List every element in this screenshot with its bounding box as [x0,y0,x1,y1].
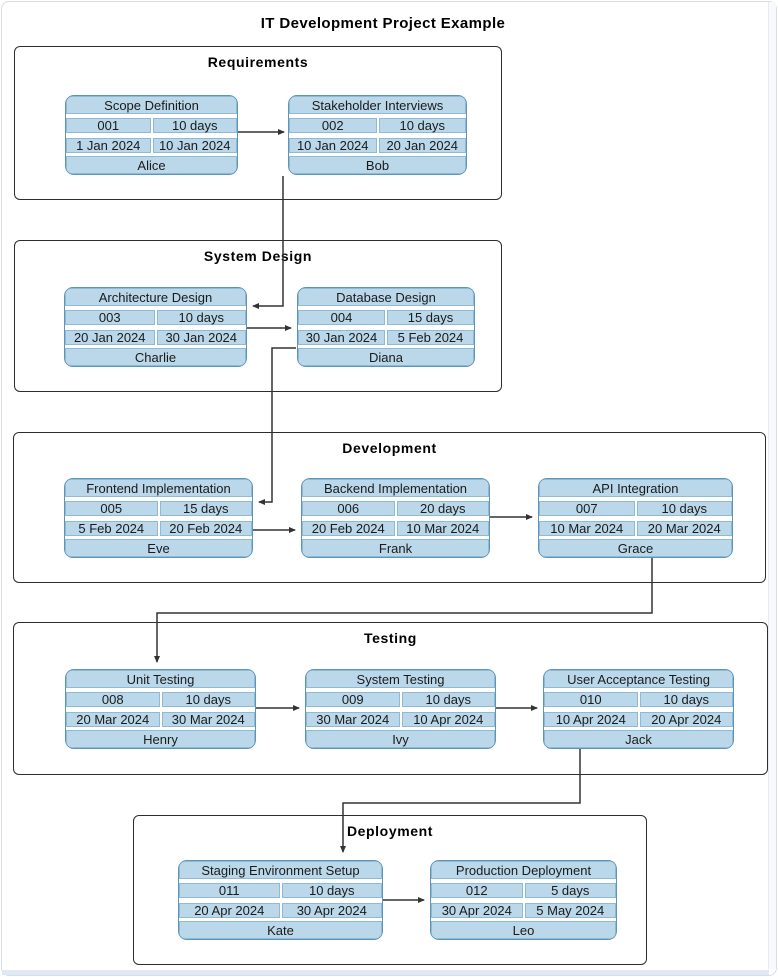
task-card-user-acceptance-testing: User Acceptance Testing 010 10 days 10 A… [543,669,734,749]
task-end-date: 10 Jan 2024 [152,137,237,153]
task-duration: 10 days [156,309,246,325]
task-title: System Testing [306,670,495,688]
task-card-frontend-implementation: Frontend Implementation 005 15 days 5 Fe… [64,478,253,558]
task-title: Staging Environment Setup [179,861,382,879]
task-end-date: 10 Mar 2024 [396,520,489,536]
task-assignee: Diana [298,348,474,366]
task-card-backend-implementation: Backend Implementation 006 20 days 20 Fe… [301,478,490,558]
task-duration: 10 days [281,882,382,898]
task-title: Production Deployment [431,861,616,879]
task-id: 010 [544,691,638,707]
task-duration: 20 days [396,500,489,516]
task-title: Architecture Design [65,288,246,306]
task-duration: 10 days [636,500,732,516]
task-card-api-integration: API Integration 007 10 days 10 Mar 2024 … [538,478,733,558]
task-end-date: 30 Jan 2024 [156,329,246,345]
task-start-date: 20 Apr 2024 [179,902,280,918]
task-card-staging-environment-setup: Staging Environment Setup 011 10 days 20… [178,860,383,940]
task-id: 002 [289,117,377,133]
task-assignee: Frank [302,539,489,557]
task-start-date: 20 Feb 2024 [302,520,395,536]
task-card-stakeholder-interviews: Stakeholder Interviews 002 10 days 10 Ja… [288,95,467,175]
task-duration: 5 days [524,882,616,898]
task-start-date: 30 Jan 2024 [298,329,385,345]
task-end-date: 20 Apr 2024 [639,711,733,727]
task-id: 005 [65,500,158,516]
task-assignee: Alice [66,156,237,174]
task-duration: 10 days [152,117,237,133]
task-card-system-testing: System Testing 009 10 days 30 Mar 2024 1… [305,669,496,749]
task-duration: 10 days [161,691,255,707]
task-duration: 15 days [159,500,252,516]
task-start-date: 30 Apr 2024 [431,902,523,918]
task-start-date: 5 Feb 2024 [65,520,158,536]
task-start-date: 20 Jan 2024 [65,329,155,345]
task-id: 008 [66,691,160,707]
phase-title-deployment: Deployment [346,823,434,839]
task-title: Scope Definition [66,96,237,114]
task-id: 012 [431,882,523,898]
task-id: 009 [306,691,400,707]
task-end-date: 30 Apr 2024 [281,902,382,918]
diagram-title: IT Development Project Example [260,15,506,32]
phase-title-development: Development [342,440,437,456]
task-start-date: 1 Jan 2024 [66,137,151,153]
task-assignee: Ivy [306,730,495,748]
vertical-scrollbar[interactable] [768,2,776,969]
task-start-date: 10 Mar 2024 [539,520,635,536]
task-title: API Integration [539,479,732,497]
task-assignee: Leo [431,921,616,939]
task-end-date: 5 May 2024 [524,902,616,918]
task-title: User Acceptance Testing [544,670,733,688]
phase-title-testing: Testing [364,630,417,646]
task-duration: 10 days [378,117,466,133]
task-duration: 10 days [639,691,733,707]
task-assignee: Henry [66,730,255,748]
task-card-scope-definition: Scope Definition 001 10 days 1 Jan 2024 … [65,95,238,175]
task-start-date: 10 Jan 2024 [289,137,377,153]
phase-title-requirements: Requirements [207,54,309,70]
task-assignee: Jack [544,730,733,748]
task-duration: 10 days [401,691,495,707]
task-id: 007 [539,500,635,516]
task-assignee: Charlie [65,348,246,366]
task-title: Unit Testing [66,670,255,688]
task-assignee: Kate [179,921,382,939]
task-card-unit-testing: Unit Testing 008 10 days 20 Mar 2024 30 … [65,669,256,749]
task-id: 003 [65,309,155,325]
task-assignee: Eve [65,539,252,557]
task-end-date: 20 Mar 2024 [636,520,732,536]
task-title: Frontend Implementation [65,479,252,497]
task-end-date: 5 Feb 2024 [387,329,474,345]
task-end-date: 30 Mar 2024 [161,711,255,727]
horizontal-scrollbar[interactable] [2,970,769,975]
task-id: 006 [302,500,395,516]
phase-title-system-design: System Design [203,248,313,264]
task-title: Database Design [298,288,474,306]
task-assignee: Grace [539,539,732,557]
task-id: 011 [179,882,280,898]
task-id: 001 [66,117,151,133]
task-duration: 15 days [387,309,474,325]
task-end-date: 20 Feb 2024 [159,520,252,536]
task-card-production-deployment: Production Deployment 012 5 days 30 Apr … [430,860,617,940]
task-start-date: 20 Mar 2024 [66,711,160,727]
task-card-database-design: Database Design 004 15 days 30 Jan 2024 … [297,287,475,367]
task-title: Backend Implementation [302,479,489,497]
task-end-date: 10 Apr 2024 [401,711,495,727]
task-start-date: 30 Mar 2024 [306,711,400,727]
task-title: Stakeholder Interviews [289,96,466,114]
task-start-date: 10 Apr 2024 [544,711,638,727]
task-end-date: 20 Jan 2024 [378,137,466,153]
task-assignee: Bob [289,156,466,174]
task-id: 004 [298,309,385,325]
task-card-architecture-design: Architecture Design 003 10 days 20 Jan 2… [64,287,247,367]
